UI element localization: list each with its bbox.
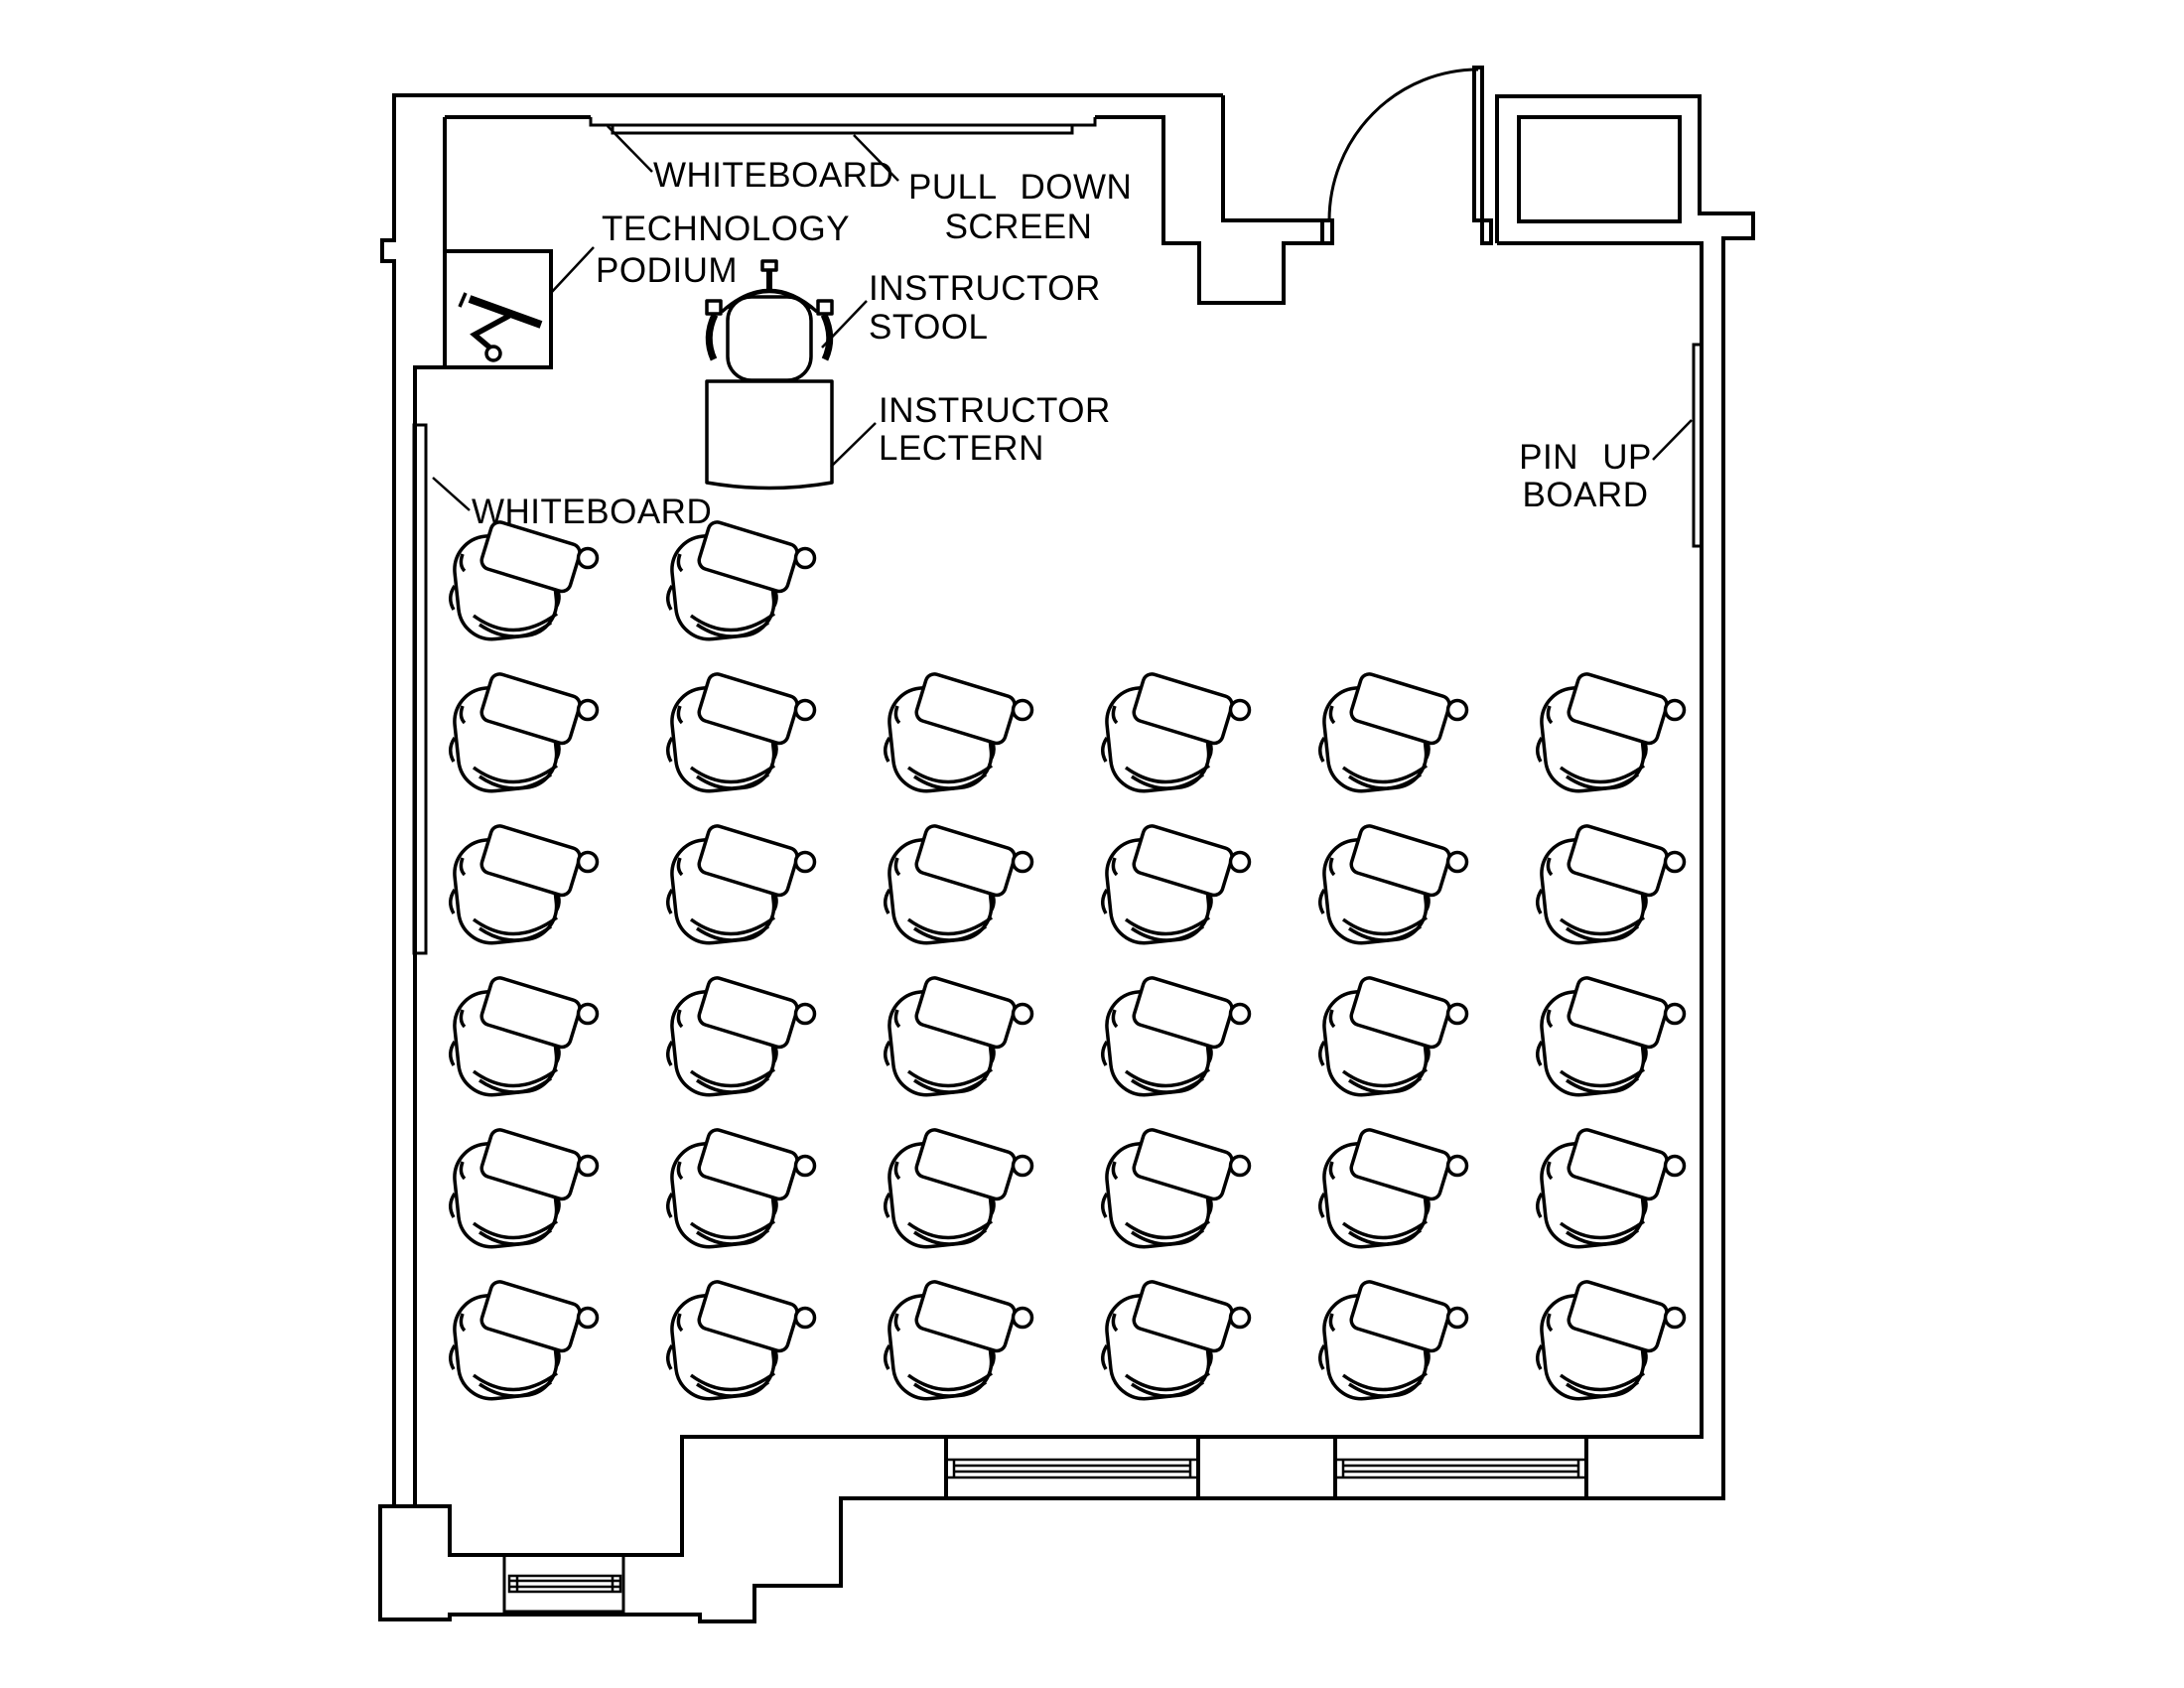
- entry-recess-outer-wall: [1221, 95, 1322, 222]
- student-chair-r5c1: [448, 1125, 600, 1252]
- label-pull-down-screen-line2: SCREEN: [945, 208, 1093, 246]
- window-2-glazing: [1335, 1458, 1586, 1479]
- student-chair-r5c6: [1535, 1125, 1687, 1252]
- student-chair-r3c4: [1100, 821, 1252, 948]
- student-chair-r2c5: [1317, 669, 1469, 796]
- student-chair-r5c2: [665, 1125, 817, 1252]
- pull-down-screen: [611, 125, 1074, 135]
- pin-up-board: [1692, 343, 1704, 548]
- leader-instructor-lectern: [830, 422, 877, 468]
- outer-wall: [378, 93, 1755, 1623]
- label-instructor-stool-line1: INSTRUCTOR: [869, 269, 1101, 308]
- inner-wall-top-right-segment: [1095, 115, 1332, 305]
- student-chair-r6c4: [1100, 1277, 1252, 1404]
- bottom-wall-vent-unit: [502, 1553, 625, 1614]
- student-chair-r4c3: [883, 973, 1034, 1100]
- label-instructor-lectern-line2: LECTERN: [879, 429, 1044, 468]
- monitor-arm-icon: [458, 292, 543, 362]
- student-chair-r1c1: [448, 517, 600, 644]
- vent-louver-frame: [507, 1574, 622, 1594]
- student-chair-r4c2: [665, 973, 817, 1100]
- instructor-lectern: [705, 379, 834, 491]
- student-chair-r3c1: [448, 821, 600, 948]
- label-pin-up-board-line1: PIN UP: [1519, 438, 1652, 477]
- label-whiteboard-left: WHITEBOARD: [472, 492, 712, 531]
- window-1: [944, 1437, 1200, 1498]
- window-1-jambs: [944, 1437, 1200, 1498]
- student-chair-r3c5: [1317, 821, 1469, 948]
- student-chair-r3c3: [883, 821, 1034, 948]
- label-pull-down-screen-line1: PULL DOWN: [908, 168, 1132, 207]
- student-chair-r5c4: [1100, 1125, 1252, 1252]
- label-technology-podium-line2: PODIUM: [596, 251, 738, 290]
- student-chairs: [448, 517, 1687, 1404]
- student-chair-r6c2: [665, 1277, 817, 1404]
- window-1-glazing: [946, 1458, 1198, 1479]
- podium-outline: [443, 249, 553, 369]
- student-chair-r1c2: [665, 517, 817, 644]
- window-2: [1333, 1437, 1588, 1498]
- leader-whiteboard-left: [432, 477, 471, 511]
- student-chair-r6c1: [448, 1277, 600, 1404]
- label-pin-up-board-line2: BOARD: [1523, 476, 1649, 514]
- front-whiteboard-and-screen: [589, 117, 1097, 135]
- student-chair-r2c2: [665, 669, 817, 796]
- student-chair-r4c5: [1317, 973, 1469, 1100]
- student-chair-r5c5: [1317, 1125, 1469, 1252]
- leader-pull-down-screen: [853, 134, 899, 182]
- leader-lines: [432, 125, 1693, 511]
- technology-podium: [443, 249, 553, 369]
- student-chair-r4c6: [1535, 973, 1687, 1100]
- student-chair-r4c1: [448, 973, 600, 1100]
- inner-wall-left: [413, 117, 447, 1506]
- student-chair-r2c3: [883, 669, 1034, 796]
- door-jamb-left: [1320, 218, 1334, 245]
- student-chair-r2c4: [1100, 669, 1252, 796]
- student-chair-r6c6: [1535, 1277, 1687, 1404]
- side-whiteboard: [412, 423, 428, 955]
- student-chair-r2c6: [1535, 669, 1687, 796]
- student-chair-r4c4: [1100, 973, 1252, 1100]
- window-2-jambs: [1333, 1437, 1588, 1498]
- instructor-stool: [705, 259, 834, 382]
- leader-whiteboard-top: [607, 125, 653, 173]
- leader-instructor-stool: [821, 300, 868, 349]
- student-chair-r3c2: [665, 821, 817, 948]
- student-chair-r2c1: [448, 669, 600, 796]
- leader-pin-up-board: [1652, 419, 1693, 461]
- entry-door: [1327, 66, 1484, 222]
- label-technology-podium-line1: TECHNOLOGY: [602, 210, 850, 248]
- leader-technology-podium: [550, 246, 595, 294]
- text-labels: WHITEBOARD PULL DOWN SCREEN TECHNOLOGY P…: [472, 156, 1652, 531]
- student-chair-r6c3: [883, 1277, 1034, 1404]
- label-instructor-stool-line2: STOOL: [869, 308, 989, 347]
- vent-box: [502, 1553, 625, 1614]
- student-chair-r3c6: [1535, 821, 1687, 948]
- closet-inner-outline: [1517, 115, 1682, 223]
- front-whiteboard: [589, 117, 1097, 127]
- label-instructor-lectern-line1: INSTRUCTOR: [879, 391, 1111, 430]
- student-chair-r5c3: [883, 1125, 1034, 1252]
- door-jamb-right: [1480, 218, 1493, 245]
- vent-louver-lines: [509, 1576, 620, 1592]
- door-leaf: [1472, 66, 1484, 222]
- label-whiteboard-top: WHITEBOARD: [653, 156, 893, 195]
- student-chair-r6c5: [1317, 1277, 1469, 1404]
- door-swing-arc: [1327, 68, 1479, 221]
